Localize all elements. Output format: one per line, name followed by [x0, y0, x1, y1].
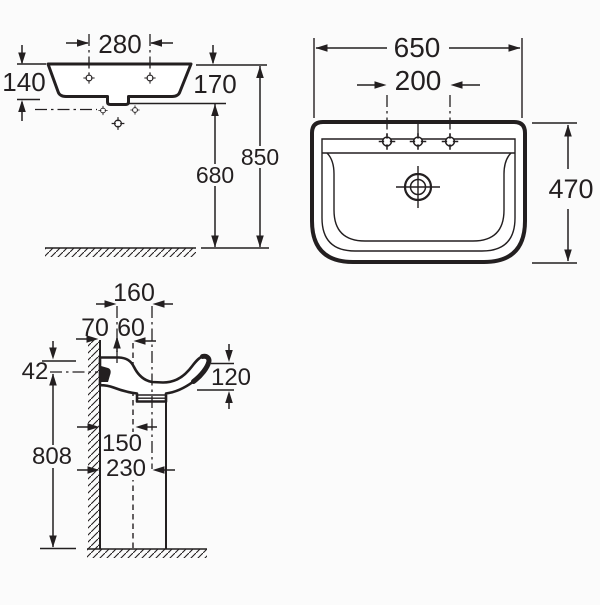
dim-label-808: 808 — [32, 443, 72, 470]
label-mask — [195, 164, 235, 186]
arrowhead — [211, 104, 219, 116]
arrowhead — [18, 100, 26, 112]
bowl-outline — [326, 152, 512, 242]
basin-front-lip — [191, 353, 212, 384]
floor-front — [45, 247, 269, 257]
arrowhead — [450, 81, 463, 89]
dim-120: 120 — [197, 344, 251, 409]
dim-label-160: 160 — [113, 279, 155, 307]
dim-850: 850 — [240, 66, 280, 248]
dim-label-850: 850 — [241, 144, 279, 170]
arrowhead — [152, 466, 165, 474]
label-mask — [105, 457, 148, 480]
label-mask — [103, 432, 141, 455]
arrowhead — [564, 124, 572, 137]
mounting-point-mark — [129, 104, 141, 116]
dim-label-70: 70 — [81, 314, 109, 342]
drain-outer-circle — [403, 172, 433, 202]
arrowhead — [77, 39, 89, 47]
dim-label-170: 170 — [193, 69, 236, 99]
floor-hatching — [87, 549, 207, 558]
dim-label-120: 120 — [211, 364, 251, 391]
dim-label-200: 200 — [395, 65, 442, 96]
dim-170: 170 — [129, 45, 267, 105]
dim-42: 42 — [22, 341, 76, 386]
arrowhead — [564, 249, 572, 262]
dim-650: 650 — [313, 32, 523, 118]
front-view: 280 140 170 680 — [2, 29, 280, 257]
dim-label-60: 60 — [117, 314, 145, 342]
dim-label-42: 42 — [22, 358, 49, 385]
dim-label-230: 230 — [106, 455, 146, 482]
dim-70: 70 — [76, 314, 109, 343]
arrowhead — [211, 235, 219, 248]
dim-label-470: 470 — [548, 174, 593, 204]
arrowhead — [150, 39, 162, 47]
basin-rim-line — [321, 138, 516, 252]
dim-150: 150 — [77, 423, 157, 457]
dim-160: 160 — [96, 279, 173, 308]
waste-point-mark — [111, 116, 125, 131]
arrowhead — [209, 52, 217, 65]
dim-60: 60 — [113, 313, 156, 352]
dim-label-150: 150 — [102, 430, 142, 457]
dim-230: 230 — [77, 455, 175, 482]
drain-target-mark — [396, 166, 440, 208]
dim-808: 808 — [31, 374, 76, 550]
arrowhead — [374, 81, 387, 89]
dim-140: 140 — [2, 45, 46, 121]
dim-label-140: 140 — [2, 67, 45, 97]
label-mask — [31, 445, 74, 468]
dim-label-650: 650 — [394, 32, 441, 63]
arrowhead — [315, 44, 328, 52]
arrowhead — [256, 66, 264, 78]
dim-280: 280 — [66, 29, 173, 59]
arrowhead — [49, 347, 57, 360]
arrowhead — [256, 235, 264, 248]
dim-200: 200 — [357, 65, 480, 96]
wall-bracket — [101, 366, 111, 382]
arrowhead — [225, 350, 233, 362]
dim-470: 470 — [532, 122, 594, 264]
label-mask — [240, 146, 280, 168]
mounting-point-mark — [97, 105, 109, 116]
drain-inner-circle — [409, 178, 427, 196]
dim-label-680: 680 — [196, 162, 234, 188]
arrowhead — [508, 44, 521, 52]
dim-680: 680 — [195, 104, 235, 248]
plan-view: 650 200 470 — [310, 32, 594, 264]
arrowhead — [225, 391, 233, 403]
basin-front-outline — [46, 62, 193, 106]
arrowhead — [49, 535, 57, 548]
wall-hatching — [88, 340, 100, 549]
arrowhead — [18, 52, 26, 65]
side-view: 160 70 60 42 — [22, 279, 251, 558]
label-mask — [119, 313, 146, 339]
dim-label-280: 280 — [98, 29, 141, 59]
floor-hatching — [45, 248, 196, 257]
